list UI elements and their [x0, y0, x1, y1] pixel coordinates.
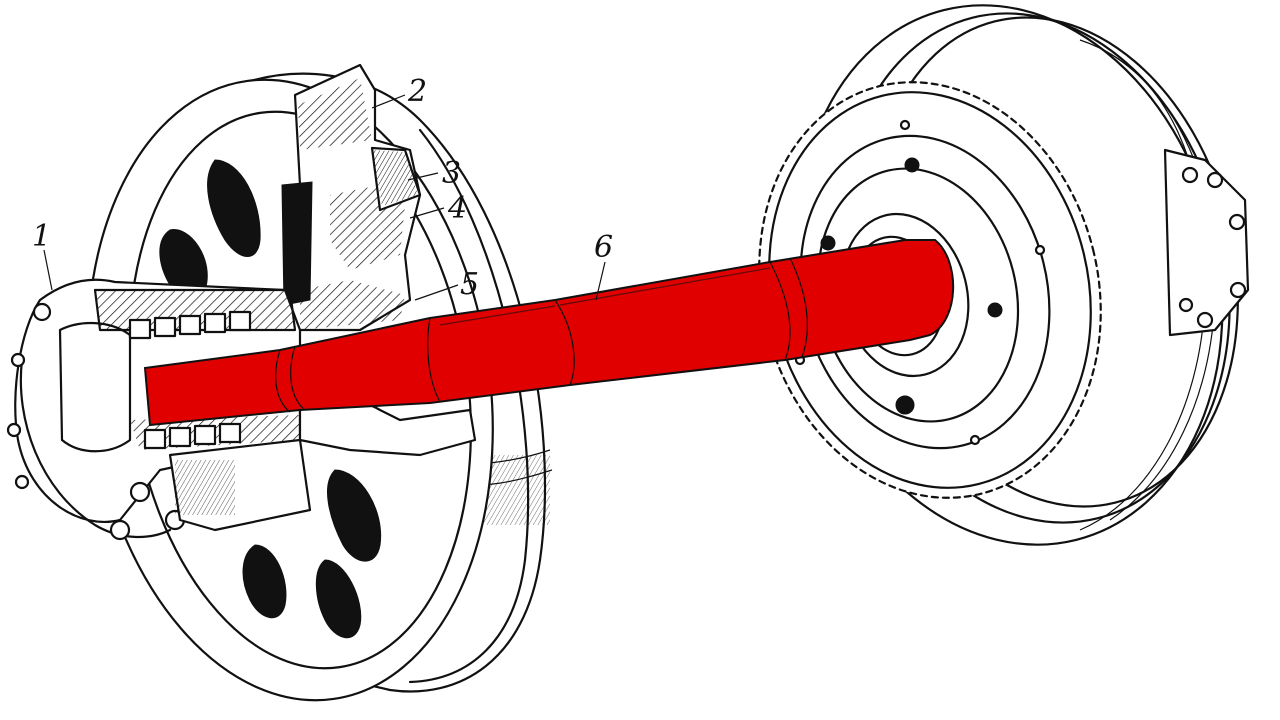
axle-body — [143, 239, 955, 427]
leader-6 — [595, 261, 606, 301]
spoke-opening — [315, 559, 362, 638]
label-1: 1 — [32, 219, 51, 254]
gear-rivet — [899, 119, 911, 131]
gear-hole — [895, 395, 915, 415]
gear-hole — [820, 235, 836, 251]
leader-4 — [409, 207, 445, 219]
spoke-opening — [327, 469, 382, 562]
gear-rivet — [969, 434, 981, 446]
gear-hole — [987, 302, 1003, 318]
label-4: 4 — [447, 191, 467, 226]
callouts: 1 2 3 4 5 6 — [32, 74, 613, 302]
spoke-opening — [242, 544, 287, 618]
leader-5 — [414, 284, 459, 301]
label-6: 6 — [594, 230, 613, 265]
roller-bearing — [128, 310, 252, 450]
gear-rivet — [1034, 244, 1046, 256]
leader-3 — [407, 172, 439, 181]
leader-1 — [43, 249, 53, 291]
label-3: 3 — [442, 156, 461, 191]
leader-2 — [371, 94, 406, 109]
gear-hole — [904, 157, 920, 173]
hub-cutaway — [281, 63, 422, 332]
spoke-opening — [207, 159, 261, 257]
axle — [143, 239, 955, 427]
right-bearing-cap — [1163, 148, 1250, 337]
label-5: 5 — [460, 267, 479, 302]
label-2: 2 — [407, 74, 427, 109]
